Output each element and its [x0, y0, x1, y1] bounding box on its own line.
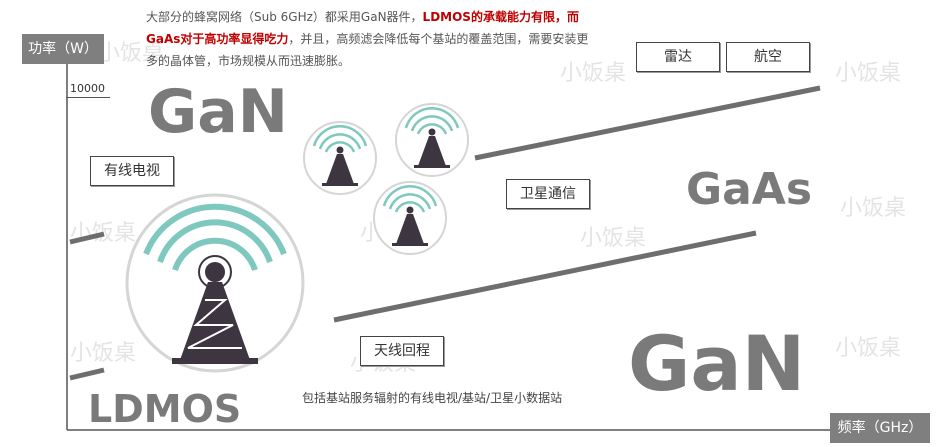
watermark: 小饭桌	[835, 336, 901, 361]
ldmos-trend-line-upper	[69, 231, 105, 245]
intro-line1: 大部分的蜂窝网络（Sub 6GHz）都采用GaN器件，	[146, 10, 423, 24]
footnote: 包括基站服务辐射的有线电视/基站/卫星小数据站	[302, 391, 563, 405]
aviation-box: 航空	[726, 42, 810, 72]
intro-line2: ，并且，高频滤会降低每个基站的覆盖范围，需要安装更	[288, 32, 589, 46]
backhaul-box: 天线回程	[360, 336, 444, 366]
watermark: 小饭桌	[98, 41, 164, 66]
intro-line3: 多的晶体管，市场规模从而迅速膨胀。	[146, 54, 351, 68]
small-cell-tower-icon	[395, 103, 469, 177]
large-cell-tower-icon	[125, 193, 305, 373]
y-axis-label: 功率（W）	[22, 34, 104, 64]
y-axis-tick	[66, 97, 110, 98]
intro-line2-highlight: GaAs对于高功率显得吃力	[146, 32, 289, 46]
small-cell-tower-icon	[303, 121, 377, 195]
cable-tv-box: 有线电视	[90, 156, 174, 186]
watermark: 小饭桌	[835, 61, 901, 86]
intro-paragraph: 大部分的蜂窝网络（Sub 6GHz）都采用GaN器件，LDMOS的承载能力有限，…	[146, 6, 632, 72]
gan-top-label: GaN	[148, 77, 288, 147]
ldmos-label: LDMOS	[88, 387, 242, 431]
watermark: 小饭桌	[580, 226, 646, 251]
satellite-box: 卫星通信	[506, 179, 590, 209]
gan-bottom-label: GaN	[628, 319, 806, 408]
ldmos-trend-line-lower	[69, 367, 105, 381]
intro-line1-highlight: LDMOS的承载能力有限，而	[422, 10, 579, 24]
small-cell-tower-icon	[373, 181, 447, 255]
radar-box: 雷达	[636, 42, 720, 72]
watermark: 小饭桌	[70, 341, 136, 366]
gaas-label: GaAs	[686, 164, 813, 215]
gaas-trend-line	[333, 230, 757, 323]
gan-trend-line	[474, 85, 821, 161]
x-axis-label: 频率（GHz）	[830, 413, 930, 443]
y-axis-tick-label: 10000	[70, 82, 105, 95]
watermark: 小饭桌	[840, 196, 906, 221]
watermark: 小饭桌	[560, 61, 626, 86]
